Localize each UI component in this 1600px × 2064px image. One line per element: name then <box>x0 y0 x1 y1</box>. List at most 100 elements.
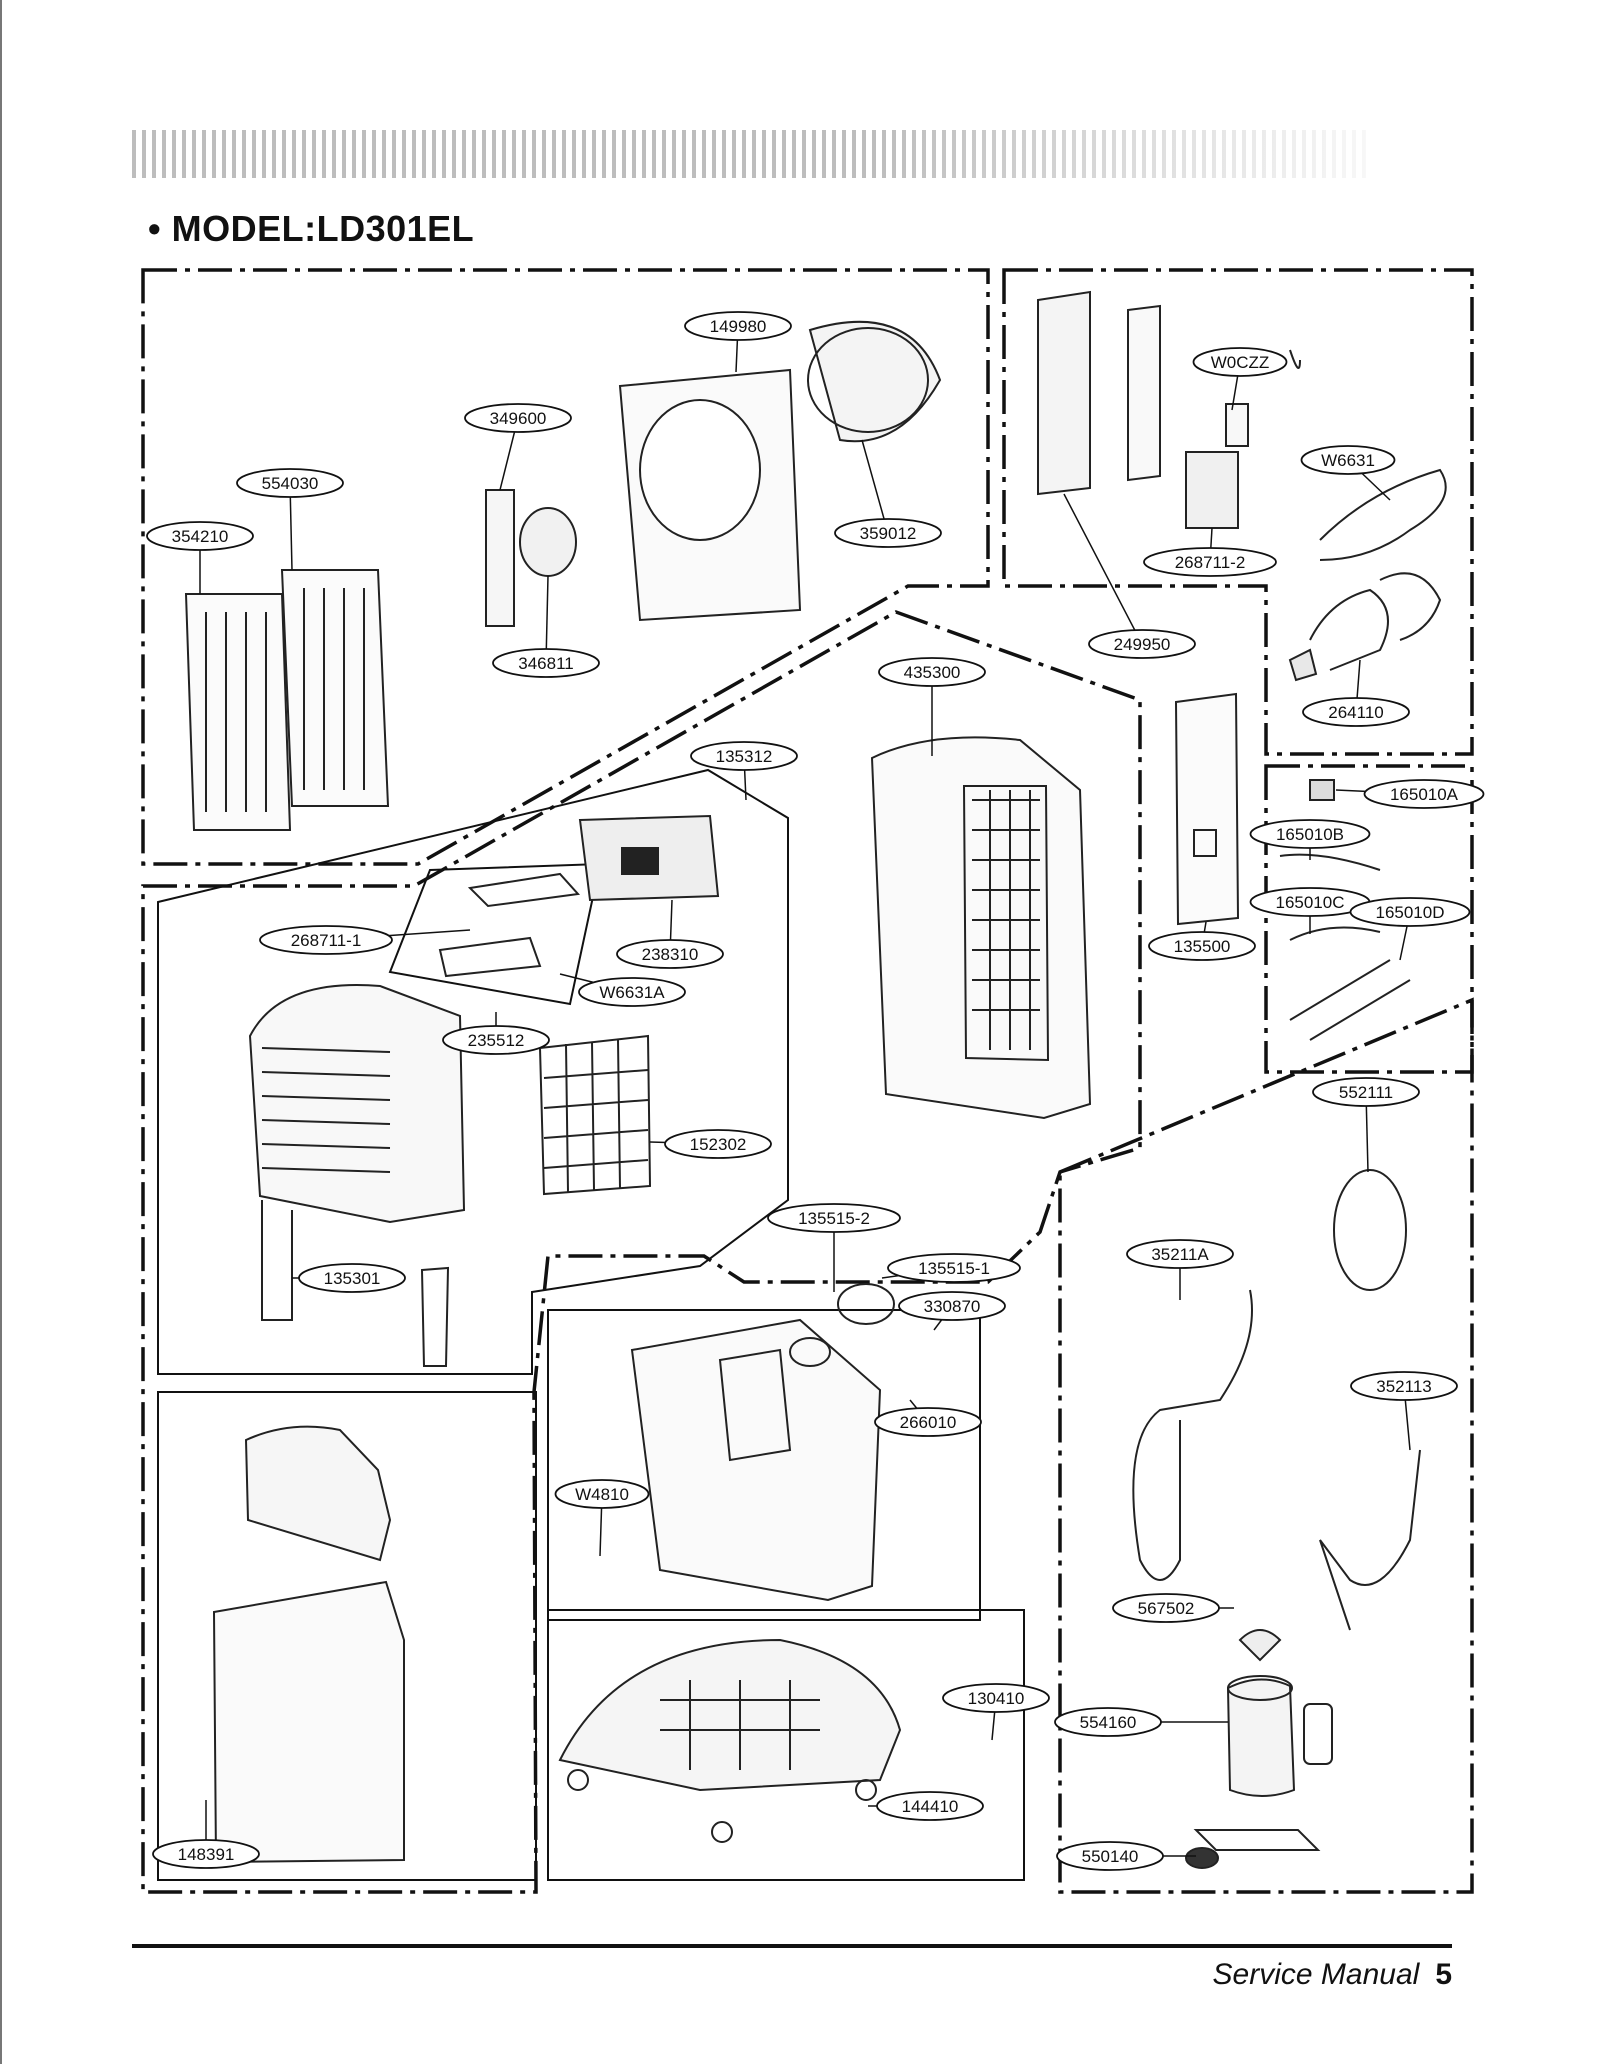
callout-152302: 152302 <box>649 1129 772 1159</box>
frame-panel <box>388 862 602 1006</box>
callout-268711-2: 268711-2 <box>1143 527 1277 577</box>
callout-bubble <box>876 1791 984 1821</box>
callout-149980: 149980 <box>684 311 792 373</box>
callout-bubble <box>1302 697 1410 727</box>
water-tank <box>212 1425 405 1864</box>
callout-165010c: 165010C <box>1249 887 1371 934</box>
callout-bubble <box>1126 1239 1234 1269</box>
part-number-165010b: 165010B <box>1276 825 1344 844</box>
refrigerant-tubing <box>1132 1169 1421 1662</box>
callout-165010a: 165010A <box>1335 779 1485 809</box>
sub-frames <box>157 768 1025 1881</box>
callout-bubble <box>874 1407 982 1437</box>
callout-349600: 349600 <box>464 403 572 491</box>
callout-135515-2: 135515-2 <box>767 1203 901 1292</box>
part-number-435300: 435300 <box>904 663 961 682</box>
callout-bubble <box>1143 547 1277 577</box>
frame-base-lower <box>547 1609 1025 1881</box>
callout-435300: 435300 <box>878 657 986 756</box>
page-number: 5 <box>1435 1958 1452 1991</box>
frame-control-box-section <box>1002 268 1474 756</box>
callout-bubble <box>152 1839 260 1869</box>
part-number-135301: 135301 <box>324 1269 381 1288</box>
section-banner <box>132 130 1372 178</box>
callout-bubble <box>1300 445 1396 475</box>
footer-rule <box>132 1944 1452 1948</box>
callout-bubble <box>898 1291 1006 1321</box>
callout-bubble <box>442 1025 550 1055</box>
callout-bubble <box>1350 1371 1458 1401</box>
part-number-552111: 552111 <box>1339 1083 1393 1102</box>
model-title: • MODEL:LD301EL <box>148 208 475 249</box>
callout-554160: 554160 <box>1054 1707 1228 1737</box>
callout-bubble <box>1148 931 1256 961</box>
callout-238310: 238310 <box>616 899 724 969</box>
part-number-135515-2: 135515-2 <box>798 1209 870 1228</box>
base-frame <box>630 1283 895 1602</box>
front-cabinet <box>248 984 466 1367</box>
callout-330870: 330870 <box>898 1291 1006 1331</box>
part-number-359012: 359012 <box>860 524 917 543</box>
callout-bubble <box>942 1683 1050 1713</box>
leader-line <box>861 439 889 534</box>
part-number-249950: 249950 <box>1114 635 1171 654</box>
callout-165010b: 165010B <box>1249 819 1371 860</box>
callout-135301: 135301 <box>292 1263 406 1293</box>
callout-bubble <box>1249 819 1371 849</box>
callout-bubble <box>1112 1593 1220 1623</box>
frame-tank <box>157 1391 537 1881</box>
part-number-w0czz: W0CZZ <box>1211 353 1270 372</box>
callout-bubble <box>1349 897 1471 927</box>
control-box <box>1037 290 1301 529</box>
part-number-w6631a: W6631A <box>599 983 665 1002</box>
callout-w4810: W4810 <box>554 1479 650 1557</box>
callout-148391: 148391 <box>152 1800 260 1869</box>
part-number-165010c: 165010C <box>1275 893 1344 912</box>
callout-359012: 359012 <box>834 439 942 548</box>
part-drawings <box>184 290 1447 1869</box>
callout-bubble <box>1312 1077 1420 1107</box>
part-number-352113: 352113 <box>1376 1377 1431 1396</box>
callout-266010: 266010 <box>874 1399 982 1437</box>
control-panel <box>438 814 720 978</box>
part-number-144410: 144410 <box>902 1797 959 1816</box>
callout-235512: 235512 <box>442 1012 550 1055</box>
part-number-235512: 235512 <box>468 1031 525 1050</box>
callout-264110: 264110 <box>1302 659 1410 727</box>
frame-base-upper <box>547 1309 981 1621</box>
side-panel <box>1174 692 1240 926</box>
part-number-165010a: 165010A <box>1390 785 1459 804</box>
callout-bubble <box>887 1253 1021 1283</box>
frame-fan-section <box>141 268 990 866</box>
callout-bubble <box>1056 1841 1164 1871</box>
callout-bubble <box>1192 347 1288 377</box>
wire-harness <box>1288 468 1447 682</box>
callout-bubble <box>578 977 686 1007</box>
part-number-567502: 567502 <box>1138 1599 1195 1618</box>
callout-35211a: 35211A <box>1126 1239 1234 1300</box>
evaporator-coil <box>184 569 390 831</box>
part-number-35211a: 35211A <box>1151 1245 1209 1264</box>
part-number-149980: 149980 <box>710 317 767 336</box>
part-number-165010d: 165010D <box>1375 903 1444 922</box>
callout-bubble <box>616 939 724 969</box>
callout-w6631a: W6631A <box>559 973 686 1007</box>
part-number-268711-2: 268711-2 <box>1175 553 1246 572</box>
callout-135312: 135312 <box>690 741 798 801</box>
callout-bubble <box>492 648 600 678</box>
part-number-268711-1: 268711-1 <box>291 931 362 950</box>
callout-249950: 249950 <box>1063 493 1196 659</box>
air-filter <box>538 1034 652 1196</box>
page-edge-line <box>0 0 2 2064</box>
callout-346811: 346811 <box>492 575 600 678</box>
part-number-554160: 554160 <box>1080 1713 1137 1732</box>
part-number-266010: 266010 <box>900 1413 957 1432</box>
cord-parts <box>1279 779 1411 1041</box>
part-number-354210: 354210 <box>172 527 229 546</box>
compressor <box>1185 1675 1333 1869</box>
callout-w0czz: W0CZZ <box>1192 347 1288 411</box>
fan-motor-assembly <box>485 320 942 627</box>
part-number-148391: 148391 <box>178 1845 235 1864</box>
